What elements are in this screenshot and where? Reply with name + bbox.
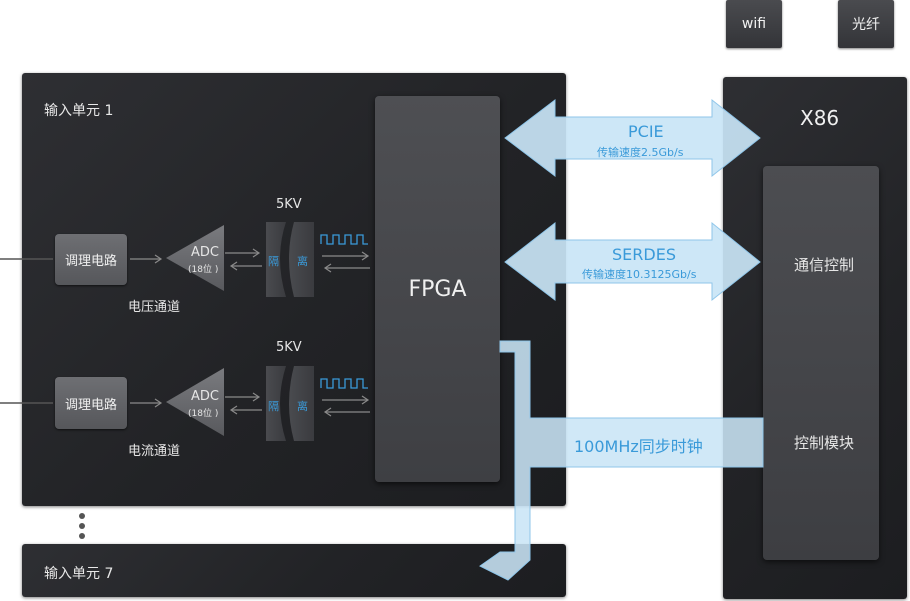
current-iso-left-char: 隔 [268, 400, 279, 413]
fpga-label: FPGA [408, 276, 467, 302]
current-channel-name: 电流通道 [128, 444, 181, 459]
pcie-label: PCIE [628, 122, 664, 141]
wifi-tag: wifi [726, 0, 782, 48]
control-module-label: 控制模块 [794, 434, 855, 452]
voltage-iso-right-char: 离 [297, 255, 308, 268]
pcie-double-arrow [504, 98, 761, 178]
current-isolator-left [266, 366, 286, 441]
voltage-iso-left-char: 隔 [268, 255, 279, 268]
current-iso-right-char: 离 [297, 400, 308, 413]
current-adc-label: ADC [191, 389, 219, 404]
current-conditioning-circuit: 调理电路 [55, 377, 127, 429]
voltage-isolator-left [266, 222, 286, 297]
voltage-adc-triangle [166, 225, 224, 291]
fpga-block: FPGA [375, 96, 500, 482]
serdes-double-arrow [504, 221, 761, 302]
current-pulse-waveform [320, 378, 368, 389]
current-adc-triangle [166, 368, 224, 436]
sync-clock-label: 100MHz同步时钟 [574, 437, 703, 456]
pcie-speed-label: 传输速度2.5Gb/s [597, 146, 684, 159]
sync-clock-band [479, 340, 764, 581]
voltage-adc-label: ADC [191, 245, 219, 260]
input-unit-7-label: 输入单元 7 [44, 566, 114, 582]
serdes-label: SERDES [612, 245, 676, 264]
current-adc-bits: (18位 ) [188, 409, 219, 419]
voltage-pulse-waveform [320, 234, 368, 245]
serdes-speed-label: 传输速度10.3125Gb/s [582, 268, 697, 281]
input-unit-1-label: 输入单元 1 [44, 103, 114, 119]
input-unit-7-panel [22, 544, 566, 597]
voltage-channel-name: 电压通道 [128, 300, 181, 315]
x86-control-block [763, 166, 879, 560]
x86-title: X86 [800, 106, 840, 130]
comm-control-label: 通信控制 [794, 256, 855, 274]
fiber-tag: 光纤 [838, 0, 894, 48]
current-isolator-right [289, 366, 314, 441]
voltage-conditioning-circuit: 调理电路 [55, 234, 127, 285]
voltage-isolator-right [289, 222, 314, 297]
current-isolation-kv: 5KV [276, 340, 302, 355]
voltage-adc-bits: (18位 ) [188, 265, 219, 275]
voltage-isolation-kv: 5KV [276, 197, 302, 212]
